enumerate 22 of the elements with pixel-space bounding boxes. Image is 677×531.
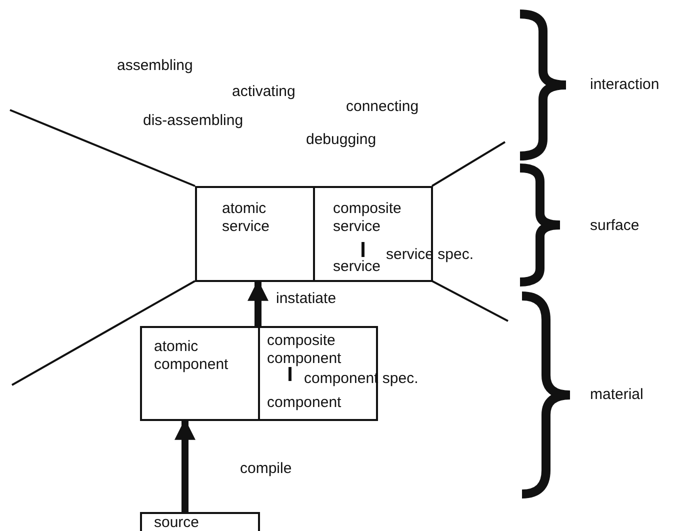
cell-text: service spec. (386, 246, 474, 264)
layer-label: interaction (590, 76, 660, 94)
edge-label: instatiate (276, 290, 336, 308)
cell-text: component (267, 394, 342, 412)
layer-label: material (590, 386, 644, 404)
cell-text: component spec. (304, 370, 418, 388)
action-label: debugging (306, 131, 376, 149)
action-label: activating (232, 83, 296, 101)
action-label: assembling (117, 57, 193, 75)
arrow (174, 418, 196, 512)
edge-label: compile (240, 460, 292, 478)
cell-text: atomic service (222, 200, 271, 236)
cell-text: composite service (333, 200, 402, 236)
layer-label: surface (590, 217, 640, 235)
cell-text: source (154, 514, 200, 531)
cell-text: atomic component (154, 338, 230, 374)
service-cell (195, 186, 315, 282)
action-label: dis-assembling (143, 112, 244, 130)
arrow (248, 280, 268, 326)
component-cell (140, 326, 260, 421)
cell-text: service (333, 258, 381, 276)
action-label: connecting (346, 98, 419, 116)
